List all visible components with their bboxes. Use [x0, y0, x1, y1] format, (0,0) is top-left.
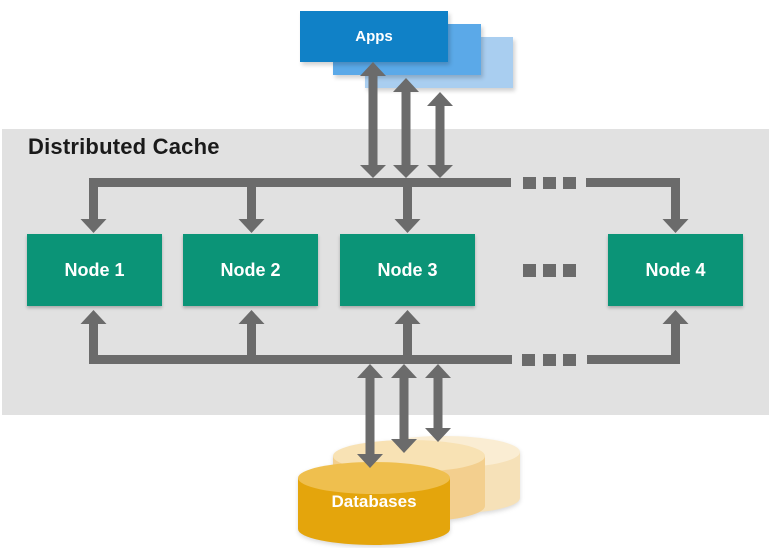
node-1-box: Node 1	[27, 234, 162, 306]
apps-label: Apps	[355, 28, 393, 45]
app-card-front: Apps	[300, 11, 448, 62]
node-4-box: Node 4	[608, 234, 743, 306]
diagram-title: Distributed Cache	[28, 134, 220, 159]
node-3-box: Node 3	[340, 234, 475, 306]
databases-label: Databases	[331, 492, 417, 511]
node-4-label: Node 4	[645, 259, 706, 280]
node-1-label: Node 1	[64, 259, 125, 280]
node-2-label: Node 2	[220, 259, 281, 280]
node-3-label: Node 3	[377, 259, 438, 280]
node-2-box: Node 2	[183, 234, 318, 306]
database-cylinder-front	[298, 462, 450, 545]
